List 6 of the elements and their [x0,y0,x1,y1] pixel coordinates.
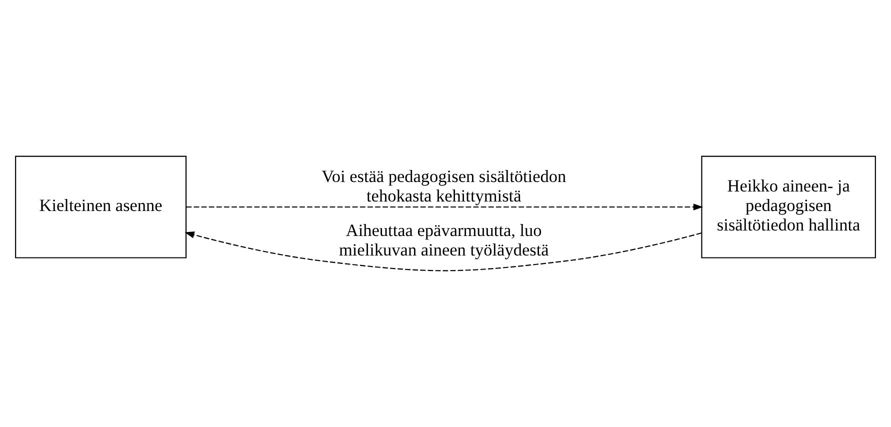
edge-label: Aiheuttaa epävarmuutta, luo mielikuvan aineen työläydestä [338,220,549,260]
arrow [186,204,704,210]
edge-label: Voi estää pedagogisen sisältötiedon tehokasta kehittymistä [322,166,566,206]
node-box: Heikko aineen- ja pedagogisen sisältötiedon hallinta [701,156,876,258]
node-box: Kielteinen asenne [15,156,187,258]
arrow [184,232,702,272]
